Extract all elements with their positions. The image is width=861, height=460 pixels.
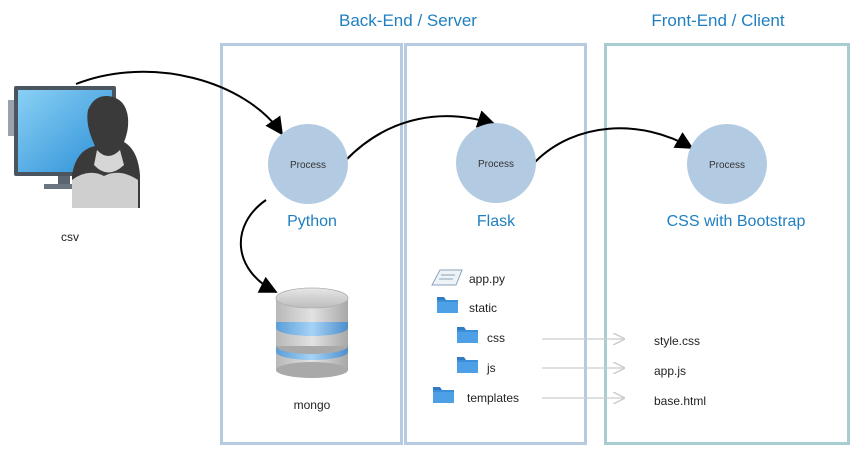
process-circle-text: Process (709, 160, 745, 171)
database-label: mongo (294, 398, 331, 412)
output-app-js: app.js (654, 364, 686, 378)
process-node-flask: Process (456, 123, 536, 203)
backend-python-panel (220, 43, 403, 445)
user-computer-icon (8, 86, 140, 208)
arrow-flask-to-client (534, 127, 694, 163)
process-circle-text: Process (478, 159, 514, 170)
folder-js: js (486, 361, 496, 375)
process-node-client: Process (687, 124, 767, 204)
output-base-html: base.html (654, 394, 706, 408)
folder-icon (437, 297, 458, 313)
frontend-panel (604, 43, 850, 445)
folder-icon (433, 387, 454, 403)
output-style-css: style.css (654, 334, 700, 348)
document-icon (431, 269, 463, 286)
database-icon (275, 287, 349, 378)
file-app-py: app.py (469, 272, 505, 286)
backend-flask-panel (404, 43, 587, 445)
user-label: csv (61, 230, 79, 244)
process-circle-text: Process (290, 160, 326, 171)
folder-icon (457, 357, 478, 373)
folder-templates: templates (467, 391, 519, 405)
folder-css: css (487, 331, 505, 345)
flask-label: Flask (477, 213, 516, 230)
python-label: Python (287, 213, 337, 230)
frontend-header: Front-End / Client (651, 11, 784, 30)
process-node-python: Process (268, 124, 348, 204)
backend-header: Back-End / Server (339, 11, 477, 30)
folder-static: static (469, 301, 497, 315)
arrow-python-to-flask (345, 110, 496, 161)
client-label: CSS with Bootstrap (667, 213, 806, 230)
arrow-user-to-python (75, 70, 284, 136)
arrow-python-to-mongo (240, 199, 278, 293)
folder-icon (457, 327, 478, 343)
